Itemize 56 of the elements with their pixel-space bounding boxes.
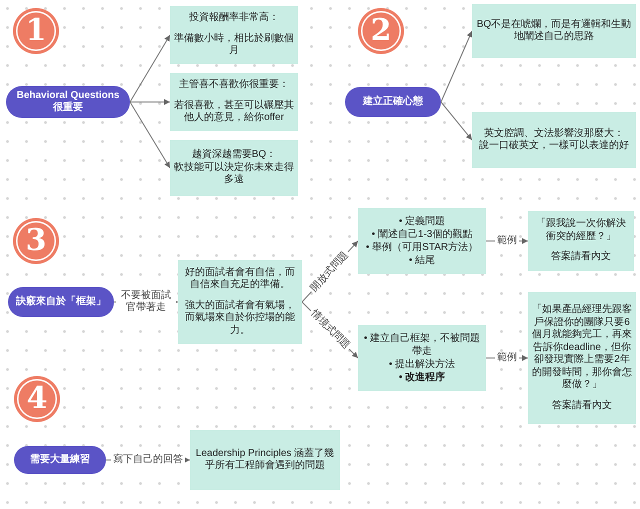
topic-pill: [8, 287, 114, 317]
step-number: 4: [26, 384, 48, 414]
edge-label: 不要被面試官帶著走: [116, 290, 176, 314]
card-text: 英文腔調、文法影響沒那麼大：: [484, 128, 624, 140]
card-subtext: 若很喜歡，甚至可以碾壓其他人的意見，給你offer: [174, 100, 294, 125]
note-card: [472, 4, 636, 58]
bullet-item: • 改進程序: [398, 371, 446, 384]
card-text: 越資深越需要BQ：: [192, 149, 276, 162]
bullet-item: • 定義問題: [398, 215, 446, 228]
card-subtext: 軟技能可以決定你未來走得多遠: [174, 162, 294, 187]
bullet-item: • 提出解決方法: [388, 358, 456, 371]
arrow-connector: [130, 34, 170, 102]
topic-pill: [6, 86, 130, 118]
note-card: [528, 292, 636, 424]
step-number: 1: [26, 16, 46, 46]
card-text: BQ不是在唬爛，而是有邏輯和生動地闡述自己的思路: [476, 18, 632, 44]
card-text: 主管喜不喜歡你很重要：: [179, 79, 289, 92]
card-text: 「跟我說一次你解決衝突的經歷？」: [535, 218, 627, 244]
topic-title: 建立正確心態: [363, 96, 423, 108]
topic-pill: [345, 87, 441, 117]
card-subtext: 答案請看內文: [551, 251, 611, 264]
arrow-connector: [130, 102, 170, 168]
edge-label: 範例: [495, 235, 519, 247]
card-text: 「如果產品經理先跟客戶保證你的團隊只要6個月就能夠完工，再來告訴你deadline，但你卻發現實際上需要2年的開發時間，那你會怎麼做？」: [532, 304, 632, 392]
card-subtext: 強大的面試者會有氣場，而氣場來自於你控場的能力。: [184, 300, 296, 338]
card-subtext: 說一口破英文，一樣可以表達的好: [479, 140, 629, 152]
step-number: 2: [370, 16, 392, 46]
topic-title: 需要大量練習: [30, 454, 90, 466]
note-card: [170, 73, 298, 131]
topic-title: 訣竅來自於「框架」: [16, 296, 106, 308]
step-number: 3: [26, 226, 46, 256]
edge-label: 範例: [495, 352, 519, 364]
card-text: 好的面試者會有自信，而自信來自充足的準備。: [184, 266, 296, 292]
note-card: [358, 325, 486, 391]
note-card: [528, 211, 634, 271]
note-card: [190, 430, 340, 490]
card-text: 投資報酬率非常高：: [189, 12, 279, 25]
arrow-connector: [130, 99, 170, 105]
bullet-item: • 結尾: [408, 254, 436, 267]
note-card: [472, 112, 636, 168]
topic-pill: [14, 446, 106, 474]
note-card: [178, 260, 302, 344]
card-subtext: 準備數小時，相比於刷數個月: [174, 32, 294, 58]
edge-label: 開放式問題: [307, 248, 353, 296]
note-card: [170, 6, 298, 64]
arrow-connector: [440, 30, 472, 102]
note-card: [358, 208, 486, 274]
edge-label: 寫下自己的回答: [111, 454, 185, 466]
arrow-connector: [440, 102, 472, 140]
card-subtext: 答案請看內文: [552, 400, 612, 412]
bullet-item: • 舉例（可用STAR方法）: [366, 241, 478, 254]
bullet-item: • 建立自己框架，不被問題帶走: [362, 332, 482, 358]
note-card: [170, 140, 298, 196]
card-text: Leadership Principles 涵蓋了幾乎所有工程師會遇到的問題: [194, 448, 336, 472]
topic-title: Behavioral Questions 很重要: [16, 90, 120, 114]
bullet-item: • 闡述自己1-3個的觀點: [372, 228, 472, 241]
